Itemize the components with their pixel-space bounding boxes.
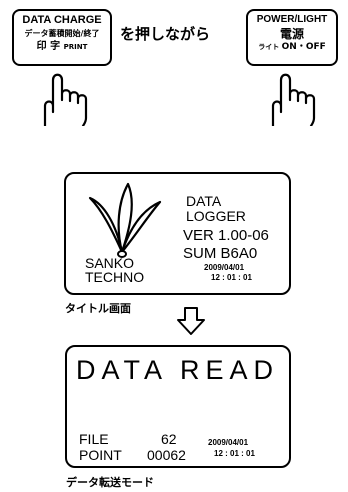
title-screen-caption: タイトル画面 <box>65 302 131 315</box>
power-light-key[interactable]: POWER/LIGHT 電源 ライト ON・OFF <box>246 9 338 66</box>
time-readout: 12 : 01 : 01 <box>211 273 252 282</box>
light-label-ja: ライト <box>258 43 280 51</box>
light-onoff-row: ライト ON・OFF <box>248 43 336 52</box>
pointing-hand-icon <box>266 68 324 126</box>
product-name-line2: LOGGER <box>186 208 246 224</box>
point-value: 00062 <box>147 447 186 463</box>
date-readout: 2009/04/01 <box>204 263 245 272</box>
time-readout: 12 : 01 : 01 <box>214 449 255 458</box>
file-label: FILE <box>79 431 109 447</box>
data-read-header: DATA READ <box>76 355 280 385</box>
logo-text-sanko: SANKO <box>85 255 135 271</box>
sanko-leaf-logo-icon <box>80 180 164 260</box>
print-label-en: PRINT <box>63 43 88 51</box>
power-label: 電源 <box>279 27 304 41</box>
title-screen: SANKO TECHNO DATA LOGGER VER 1.00-06 SUM… <box>64 172 291 295</box>
light-onoff-label: ON・OFF <box>281 42 326 52</box>
print-label-row: 印 字 PRINT <box>14 42 110 52</box>
data-log-start-end-label: データ蓄積開始/終了 <box>24 29 100 38</box>
power-light-label: POWER/LIGHT <box>256 14 328 25</box>
date-readout: 2009/04/01 <box>208 438 249 447</box>
instruction-text: を押しながら <box>120 25 211 43</box>
product-name-line1: DATA <box>186 193 222 209</box>
print-label-ja: 印 字 <box>36 41 61 52</box>
data-charge-label: DATA CHARGE <box>22 14 102 26</box>
checksum: SUM B6A0 <box>183 245 258 262</box>
down-arrow-icon <box>176 306 206 336</box>
data-transfer-screen: DATA READ FILE 62 POINT 00062 2009/04/01… <box>65 345 291 468</box>
firmware-version: VER 1.00-06 <box>183 227 269 244</box>
point-label: POINT <box>79 447 122 463</box>
transfer-mode-caption: データ転送モード <box>66 476 154 489</box>
data-charge-key[interactable]: DATA CHARGE データ蓄積開始/終了 印 字 PRINT <box>12 9 112 66</box>
logo-text-techno: TECHNO <box>85 269 145 285</box>
file-value: 62 <box>161 431 177 447</box>
pointing-hand-icon <box>38 68 96 126</box>
